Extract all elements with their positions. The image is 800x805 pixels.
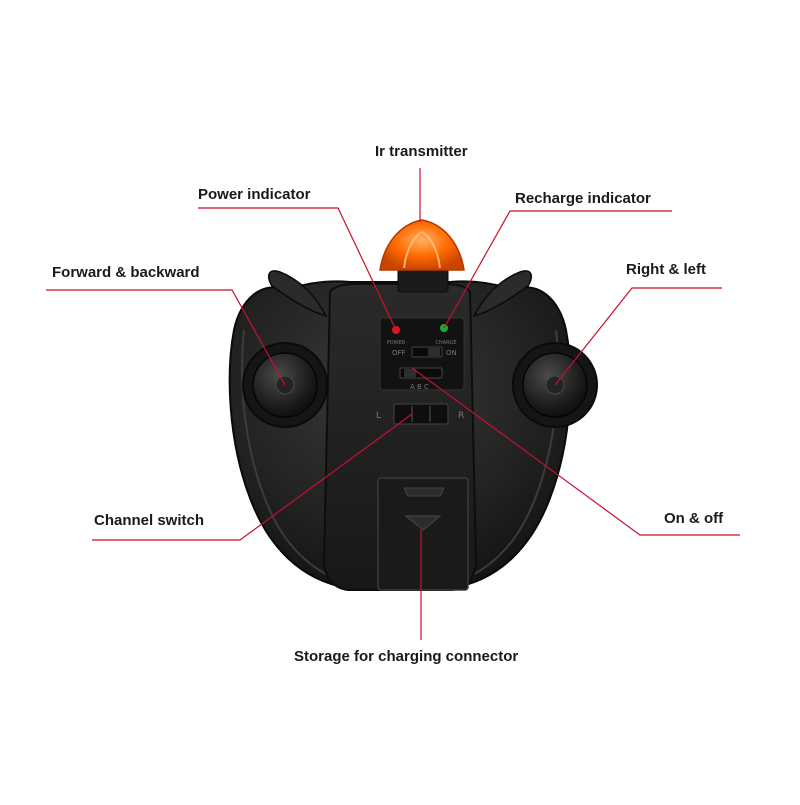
storage-arrow [404,515,442,531]
ir-base [397,267,449,293]
channel-callout-line [92,413,413,541]
right-left-label: Right & left [626,261,706,278]
trim-right-label: R [458,411,464,421]
abc-label: A B C [410,383,429,391]
on-off-label: On & off [664,510,724,527]
storage-compartment[interactable] [377,477,469,591]
ir-dome-ridge [403,230,441,269]
trim-left-label: L [376,411,381,421]
storage-latch [403,487,445,497]
forward-backward-label: Forward & backward [52,264,200,281]
power-led-label: POWER [387,340,406,346]
abc-switch-knob[interactable] [404,369,416,377]
on-off-callout-line [411,367,740,536]
power-switch-knob[interactable] [428,348,440,356]
recharge-callout-line [443,210,672,329]
channel-switch-label: Channel switch [94,512,205,529]
left-shoulder [267,270,328,318]
power-callout-line [198,207,397,331]
ir-transmitter-label: Ir transmitter [375,143,468,160]
charge-led-label: CHARGE [435,340,456,346]
ir-dome [379,219,465,271]
recharge-indicator-label: Recharge indicator [515,190,651,207]
trim-switch[interactable] [393,403,449,425]
power-indicator-label: Power indicator [198,186,311,203]
forward-backward-callout-line [46,289,286,386]
off-label: OFF [392,349,406,357]
callout-lines [46,168,740,640]
right-shoulder [472,270,533,318]
right-left-callout-line [554,287,722,386]
on-label: ON [446,349,457,357]
storage-label: Storage for charging connector [294,648,519,665]
